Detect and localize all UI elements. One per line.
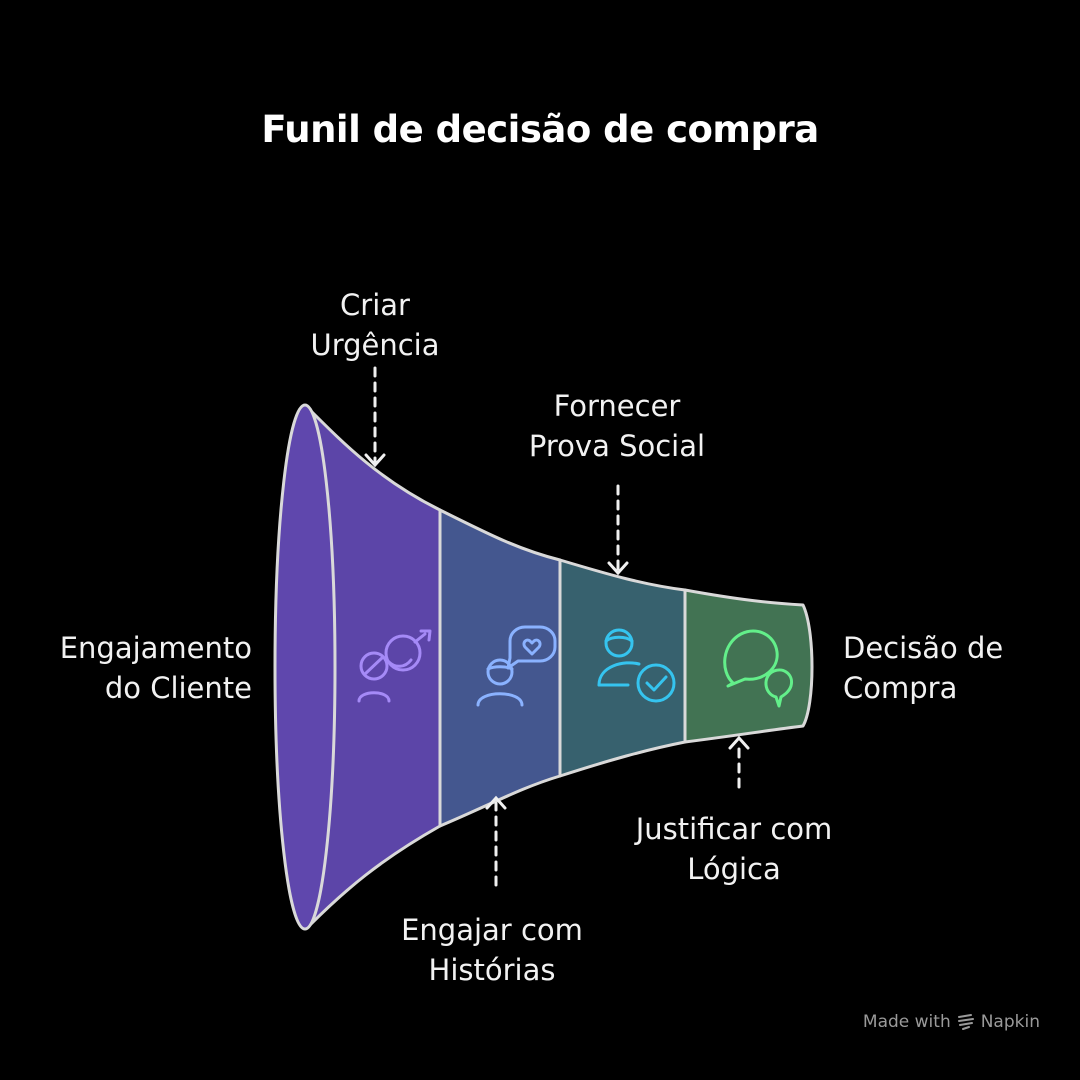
stage-label-line-1: Engajar com: [401, 913, 583, 947]
credit-text: Made with: [862, 1012, 951, 1032]
end-label: Decisão de Compra: [843, 628, 1003, 708]
start-label: Engajamento do Cliente: [60, 628, 252, 708]
connector-arrow-logic: [728, 735, 750, 789]
connector-arrow-stories: [485, 795, 507, 887]
stage-label-line-2: Urgência: [310, 328, 440, 362]
person-checkmark-icon: [597, 628, 676, 703]
stage-label-urgency: Criar Urgência: [215, 285, 535, 365]
connector-arrow-urgency: [364, 366, 386, 468]
stage-label-stories: Engajar com Histórias: [332, 910, 652, 990]
connector-arrow-social-proof: [607, 484, 629, 576]
person-speech-heart-icon: [476, 625, 557, 707]
end-label-line-1: Decisão de: [843, 631, 1004, 665]
funnel-stage-4: [683, 588, 814, 744]
stage-label-line-2: Prova Social: [528, 429, 706, 463]
stage-label-line-1: Criar: [340, 288, 410, 322]
stage-label-line-2: Lógica: [687, 852, 781, 886]
stage-label-line-1: Justificar com: [635, 812, 833, 846]
start-label-line-2: do Cliente: [104, 671, 252, 705]
stage-label-line-2: Histórias: [428, 953, 556, 987]
person-with-candy-icon: [357, 629, 432, 703]
funnel-opening: [273, 403, 337, 931]
made-with-credit[interactable]: Made with Napkin: [863, 1012, 1040, 1032]
credit-brand: Napkin: [980, 1012, 1040, 1032]
diagram-title: Funil de decisão de compra: [261, 108, 819, 151]
stage-label-line-1: Fornecer: [553, 389, 681, 423]
stage-label-logic: Justificar com Lógica: [574, 809, 894, 889]
start-label-line-1: Engajamento: [59, 631, 252, 665]
speech-bubbles-icon: [723, 629, 794, 708]
end-label-line-2: Compra: [843, 671, 958, 705]
stage-label-social-proof: Fornecer Prova Social: [457, 386, 777, 466]
napkin-logo-icon: [957, 1014, 974, 1030]
